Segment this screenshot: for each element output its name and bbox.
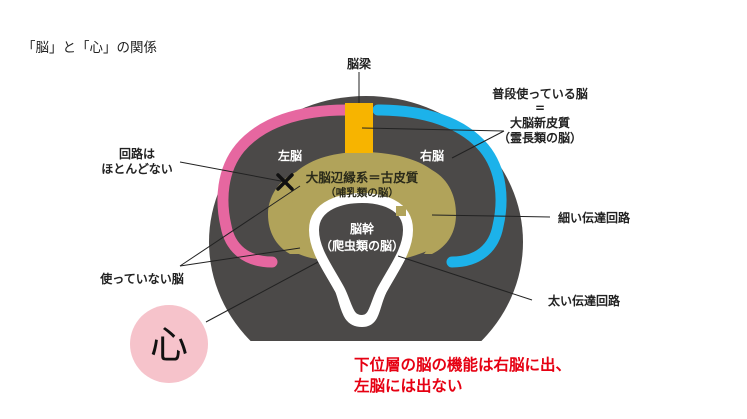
label-right-brain: 右脳	[419, 148, 444, 163]
note-line-1: 下位層の脳の機能は右脳に出、	[354, 355, 571, 374]
label-neocortex-4: （霊長類の脳）	[498, 130, 582, 145]
leader-heart	[205, 261, 319, 323]
note-line-2: 左脳には出ない	[353, 376, 463, 395]
page-title: 「脳」と「心」の関係	[22, 40, 157, 56]
label-unused-brain: 使っていない脳	[99, 271, 183, 286]
label-almost-none-2: ほとんどない	[101, 162, 172, 176]
label-thin-circuit: 細い伝達回路	[558, 210, 631, 225]
leader-unused-1	[179, 185, 301, 267]
limbic-right-lobe	[424, 170, 456, 254]
leader-thick-circuit	[397, 255, 533, 301]
left-cortex-band	[217, 104, 352, 268]
label-brainstem-2: （爬虫類の脳）	[320, 238, 404, 253]
label-neocortex-2: =	[535, 101, 545, 115]
limbic-left-lobe	[268, 172, 300, 254]
leader-lines	[179, 72, 551, 323]
label-corpus-callosum: 脳梁	[347, 56, 371, 71]
label-limbic-2: （哺乳類の脳）	[325, 186, 399, 199]
leader-neocortex-right	[451, 130, 505, 159]
heart-label: 心	[150, 323, 188, 367]
brainstem-gap	[396, 206, 406, 216]
leader-unused-2	[179, 247, 301, 267]
label-left-brain: 左脳	[277, 148, 302, 163]
heart-circle	[130, 305, 208, 383]
cross-mark-icon	[276, 173, 294, 191]
label-thick-circuit: 太い伝達回路	[548, 293, 621, 308]
leader-almost-none	[179, 161, 287, 183]
leader-neocortex-left	[361, 127, 505, 132]
right-cortex-band	[372, 104, 507, 268]
label-almost-none-1: 回路は	[119, 146, 155, 161]
label-neocortex-1: 普段使っている脳	[492, 86, 587, 101]
label-neocortex-3: 大脳新皮質	[510, 115, 570, 130]
brainstem-outline	[309, 193, 413, 325]
label-limbic-1: 大脳辺縁系＝古皮質	[306, 170, 419, 185]
leader-thin-circuit	[431, 214, 551, 218]
limbic-system-shape	[283, 152, 438, 260]
label-brainstem-1: 脳幹	[350, 221, 375, 236]
